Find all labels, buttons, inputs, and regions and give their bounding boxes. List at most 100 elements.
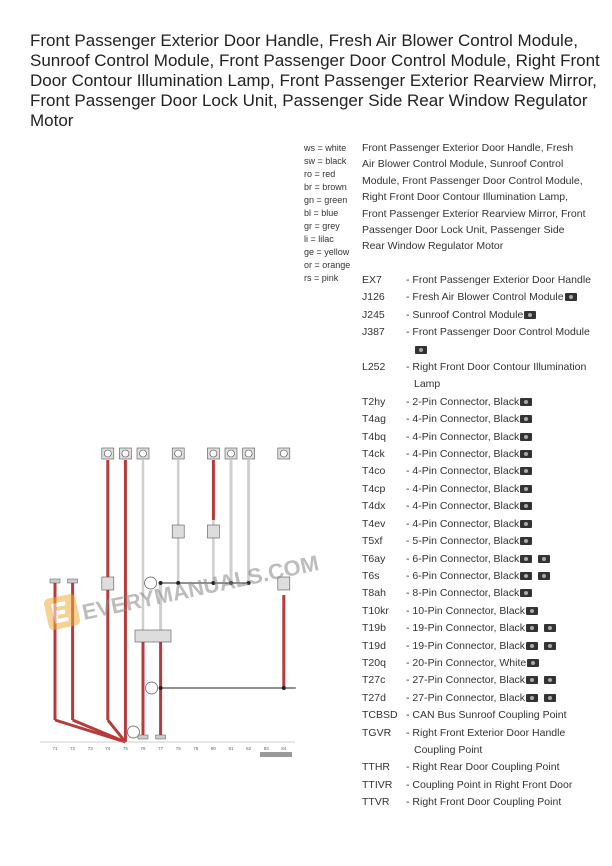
component-description: - Right Front Exterior Door Handle Coupl… xyxy=(406,726,566,756)
coupling-box xyxy=(101,576,115,591)
component-row: TTVR - Right Front Door Coupling Point xyxy=(362,794,602,811)
camera-icon[interactable] xyxy=(527,658,540,667)
component-row: T2hy - 2-Pin Connector, Black xyxy=(362,394,602,411)
axis-label: 77 xyxy=(158,746,164,751)
camera-icon[interactable] xyxy=(538,554,551,563)
component-text: - 5-Pin Connector, Black xyxy=(402,533,602,550)
component-symbol-circle xyxy=(280,449,288,458)
component-row: L252- Right Front Door Contour Illuminat… xyxy=(362,359,602,394)
node-circle xyxy=(127,725,140,739)
component-description: - 4-Pin Connector, Black xyxy=(406,465,520,478)
ground-tab xyxy=(137,734,149,740)
camera-icon[interactable] xyxy=(526,641,539,650)
camera-icon[interactable] xyxy=(520,432,533,441)
camera-icon[interactable] xyxy=(520,415,533,424)
component-code: J245 xyxy=(362,308,385,321)
camera-icon[interactable] xyxy=(526,676,539,685)
camera-icon[interactable] xyxy=(415,345,427,354)
component-text: - Right Rear Door Coupling Point xyxy=(402,759,602,776)
component-code: T4cp xyxy=(362,482,386,495)
camera-icon[interactable] xyxy=(544,676,557,685)
axis-label: 75 xyxy=(123,746,129,751)
component-description: - 4-Pin Connector, Black xyxy=(406,430,520,443)
component-text: - 10-Pin Connector, Black xyxy=(402,603,602,620)
component-symbol-circle xyxy=(174,449,182,458)
junction-dot xyxy=(158,581,163,585)
camera-icon[interactable] xyxy=(520,502,533,511)
component-row: T27c- 27-Pin Connector, Black xyxy=(362,672,602,689)
axis-label: 79 xyxy=(193,746,199,751)
component-text: - 4-Pin Connector, Black xyxy=(402,463,602,480)
camera-icon[interactable] xyxy=(538,571,551,580)
component-text: - 6-Pin Connector, Black xyxy=(402,568,602,585)
camera-icon[interactable] xyxy=(544,693,557,702)
component-symbol-circle xyxy=(227,449,235,458)
junction-dot xyxy=(246,581,251,585)
component-text: - Coupling Point in Right Front Door xyxy=(402,777,602,794)
component-code: T20q xyxy=(362,656,386,669)
component-text: - 27-Pin Connector, Black xyxy=(402,690,602,707)
camera-icon[interactable] xyxy=(520,537,533,546)
camera-icon[interactable] xyxy=(520,571,533,580)
component-code: L252 xyxy=(362,361,386,374)
component-symbol-circle xyxy=(244,449,253,458)
component-text: - 20-Pin Connector, White xyxy=(402,655,602,672)
component-row: T4ag - 4-Pin Connector, Black xyxy=(362,411,602,428)
component-text: - Front Passenger Exterior Door Handle xyxy=(402,272,602,289)
coupling-box-ttivr xyxy=(134,629,172,643)
component-text: - 4-Pin Connector, Black xyxy=(402,411,602,428)
component-code: TCBSD xyxy=(362,709,398,722)
ground-tab xyxy=(67,578,78,584)
camera-icon[interactable] xyxy=(544,624,557,633)
component-text: - 6-Pin Connector, Black xyxy=(402,551,602,568)
component-description: - 4-Pin Connector, Black xyxy=(406,448,520,461)
component-text: - 19-Pin Connector, Black xyxy=(402,638,602,655)
camera-icon[interactable] xyxy=(520,484,533,493)
component-code: T4ag xyxy=(362,413,386,426)
component-code: T10kr xyxy=(362,604,389,617)
camera-icon[interactable] xyxy=(544,641,557,650)
junction-dot xyxy=(176,581,181,585)
camera-icon[interactable] xyxy=(520,397,533,406)
camera-icon[interactable] xyxy=(520,554,533,563)
camera-icon[interactable] xyxy=(526,624,539,633)
camera-icon[interactable] xyxy=(520,589,533,598)
component-code: T27d xyxy=(362,691,386,704)
component-code: T6s xyxy=(362,569,380,582)
node-circle xyxy=(145,681,158,695)
component-description: - Fresh Air Blower Control Module xyxy=(406,291,564,304)
component-text: - 2-Pin Connector, Black xyxy=(402,394,602,411)
camera-icon[interactable] xyxy=(526,606,539,615)
component-description: - Right Front Door Coupling Point xyxy=(406,796,562,809)
component-code: T4dx xyxy=(362,500,386,513)
component-description: - 27-Pin Connector, Black xyxy=(406,674,526,687)
component-row: J245- Sunroof Control Module xyxy=(362,307,602,324)
component-code: T6ay xyxy=(362,552,386,565)
junction-dot xyxy=(211,581,216,585)
component-description: - 6-Pin Connector, Black xyxy=(406,552,520,565)
component-row: J126 - Fresh Air Blower Control Module xyxy=(362,289,602,306)
component-text: - 4-Pin Connector, Black xyxy=(402,446,602,463)
component-code: T2hy xyxy=(362,395,386,408)
camera-icon[interactable] xyxy=(520,519,533,528)
component-row: T4bq- 4-Pin Connector, Black xyxy=(362,429,602,446)
component-row: T4dx- 4-Pin Connector, Black xyxy=(362,498,602,515)
component-description: - 8-Pin Connector, Black xyxy=(406,587,520,600)
component-description: - 5-Pin Connector, Black xyxy=(406,535,520,548)
component-code: T4ev xyxy=(362,517,386,530)
component-code: TGVR xyxy=(362,726,392,739)
camera-icon[interactable] xyxy=(526,693,539,702)
camera-icon[interactable] xyxy=(520,467,533,476)
component-row: TTIVR- Coupling Point in Right Front Doo… xyxy=(362,777,602,794)
camera-icon[interactable] xyxy=(564,293,577,302)
component-row: T27d - 27-Pin Connector, Black xyxy=(362,690,602,707)
camera-icon[interactable] xyxy=(520,450,533,459)
camera-icon[interactable] xyxy=(524,310,537,319)
component-code: J126 xyxy=(362,291,385,304)
component-text: - 27-Pin Connector, Black xyxy=(402,672,602,689)
component-row: T19b- 19-Pin Connector, Black xyxy=(362,620,602,637)
legend-item: ws = white xyxy=(304,143,347,153)
component-code: TTVR xyxy=(362,796,390,809)
component-description: - CAN Bus Sunroof Coupling Point xyxy=(406,709,567,722)
